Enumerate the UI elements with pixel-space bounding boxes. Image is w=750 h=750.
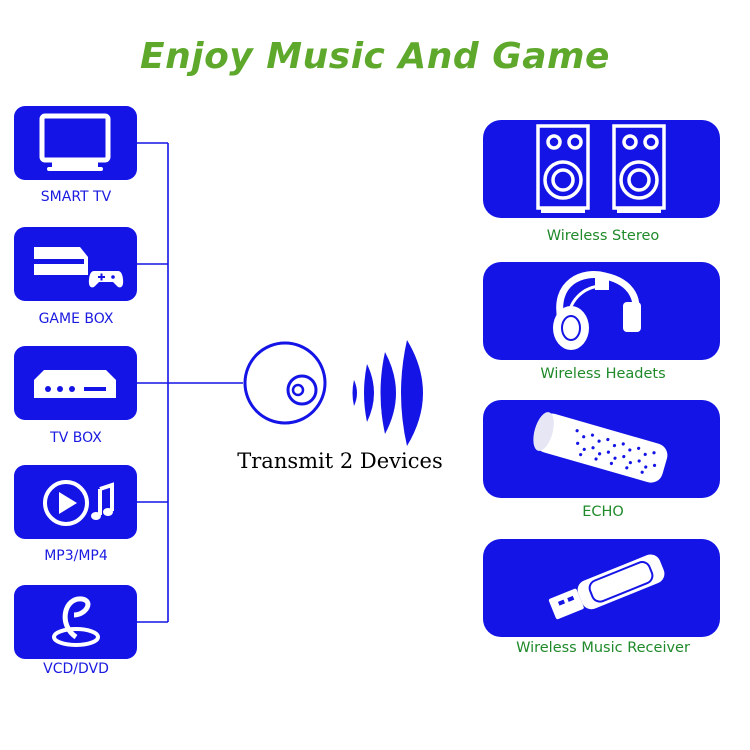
source-label-game-box: GAME BOX — [38, 311, 114, 327]
output-box-wireless-stereo — [483, 120, 720, 218]
source-box-smart-tv — [14, 106, 137, 180]
source-box-game-box — [14, 227, 137, 301]
speakers-icon — [536, 124, 666, 213]
source-label-smart-tv: SMART TV — [40, 189, 112, 205]
bluetooth-transmitter-icon — [243, 340, 423, 446]
output-box-echo — [483, 400, 720, 498]
source-label-mp3-mp4: MP3/MP4 — [44, 548, 108, 564]
source-box-mp3-mp4 — [14, 465, 137, 539]
output-box-wireless-headsets — [483, 262, 720, 360]
output-box-wireless-music-receiver — [483, 539, 720, 637]
source-box-tv-box — [14, 346, 137, 420]
tv-box-icon — [34, 370, 116, 398]
page-title: Enjoy Music And Game — [140, 36, 610, 77]
signal-waves-icon — [352, 340, 423, 446]
source-label-vcd-dvd: VCD/DVD — [43, 661, 109, 677]
usb-receiver-icon — [548, 554, 665, 620]
source-box-vcd-dvd — [14, 585, 137, 659]
transmit-label: Transmit 2 Devices — [237, 449, 443, 473]
echo-speaker-icon — [533, 412, 668, 483]
music-player-icon — [43, 480, 114, 526]
output-label-wireless-stereo: Wireless Stereo — [546, 228, 660, 244]
output-label-wireless-headsets: Wireless Headets — [540, 366, 666, 382]
game-console-icon — [28, 247, 124, 288]
headphones-icon — [553, 271, 641, 350]
source-label-tv-box: TV BOX — [50, 430, 102, 446]
output-label-wireless-music-receiver: Wireless Music Receiver — [516, 640, 690, 656]
tv-icon — [39, 113, 111, 171]
output-label-echo: ECHO — [582, 504, 624, 520]
disc-icon — [52, 596, 100, 647]
